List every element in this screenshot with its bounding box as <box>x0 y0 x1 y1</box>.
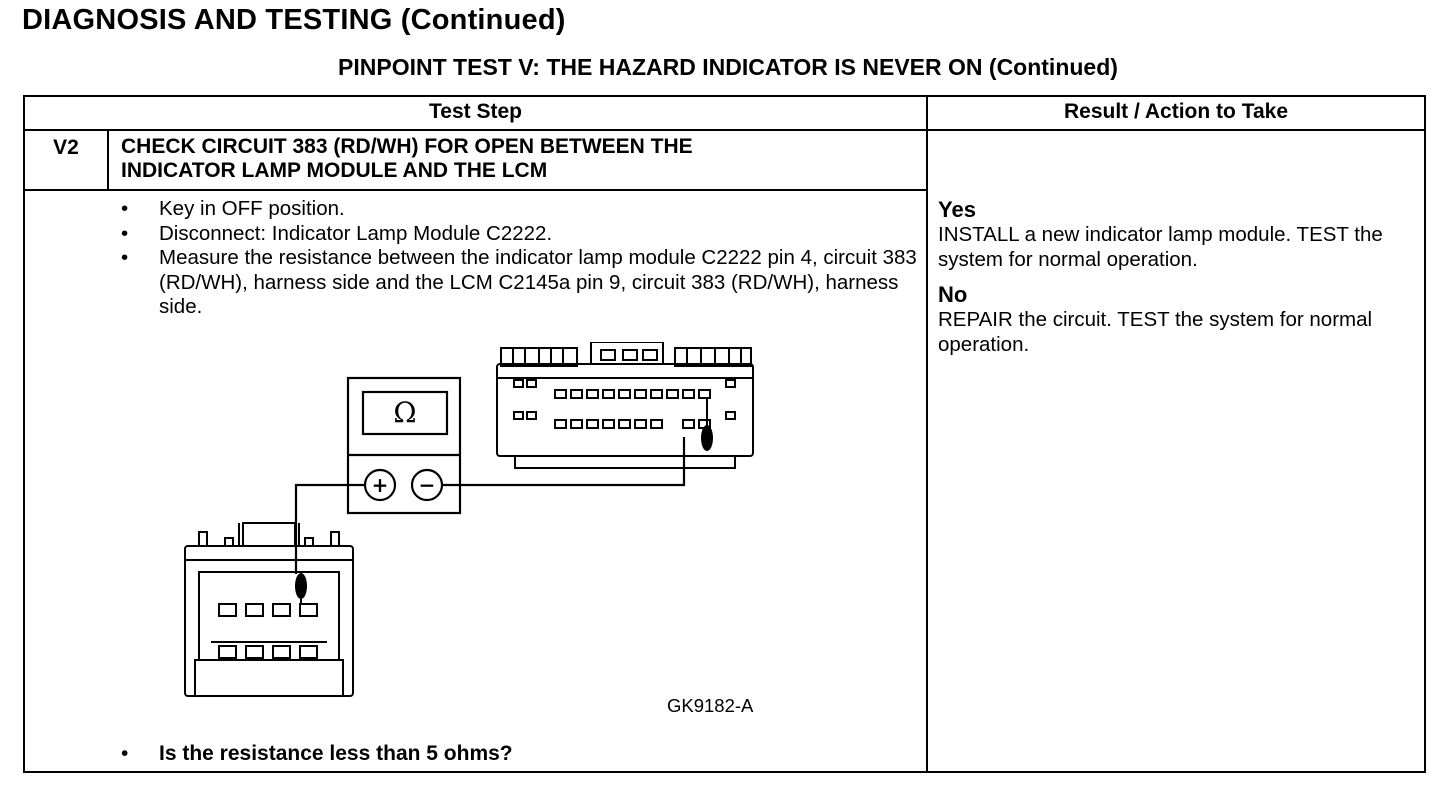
step-id-divider <box>107 131 109 189</box>
lamp-module-probe <box>295 573 307 604</box>
header-divider <box>25 129 1424 131</box>
pinpoint-test-table: Test Step Result / Action to Take V2 CHE… <box>23 95 1426 773</box>
instruction-item: •Measure the resistance between the indi… <box>121 246 917 318</box>
bullet-icon: • <box>121 742 129 765</box>
column-divider <box>926 97 928 771</box>
no-action: REPAIR the circuit. TEST the system for … <box>938 308 1373 356</box>
yes-label: Yes <box>938 197 976 222</box>
step-heading-divider <box>25 189 926 191</box>
test-step-column-header: Test Step <box>429 100 522 123</box>
bullet-icon: • <box>121 221 129 245</box>
meter-plus-terminal: + <box>372 473 389 497</box>
lcm-connector-c2145a <box>496 342 754 469</box>
meter-minus-terminal: − <box>419 473 436 497</box>
no-label: No <box>938 282 968 307</box>
pinpoint-test-title: PINPOINT TEST V: THE HAZARD INDICATOR IS… <box>338 54 1118 80</box>
indicator-lamp-module-connector-c2222 <box>184 522 354 697</box>
yes-action: INSTALL a new indicator lamp module. TES… <box>938 223 1383 271</box>
page-title: DIAGNOSIS AND TESTING (Continued) <box>22 4 566 36</box>
ohm-symbol: Ω <box>393 396 416 429</box>
test-leads <box>294 437 686 574</box>
lcm-probe <box>701 398 713 451</box>
step-heading: CHECK CIRCUIT 383 (RD/WH) FOR OPEN BETWE… <box>121 135 693 182</box>
bullet-icon: • <box>121 246 129 269</box>
instruction-item: •Disconnect: Indicator Lamp Module C2222… <box>121 221 553 245</box>
ohmmeter-test-diagram: Ω + − <box>184 342 754 697</box>
bullet-icon: • <box>121 197 129 220</box>
result-column-header: Result / Action to Take <box>1063 100 1289 123</box>
step-id: V2 <box>53 136 79 159</box>
instruction-item: •Key in OFF position. <box>121 197 345 220</box>
result-column: Yes INSTALL a new indicator lamp module.… <box>938 197 1418 357</box>
step-instructions: •Key in OFF position. •Disconnect: Indic… <box>117 197 917 320</box>
figure-reference: GK9182-A <box>667 695 754 716</box>
step-question: •Is the resistance less than 5 ohms? <box>121 742 513 765</box>
